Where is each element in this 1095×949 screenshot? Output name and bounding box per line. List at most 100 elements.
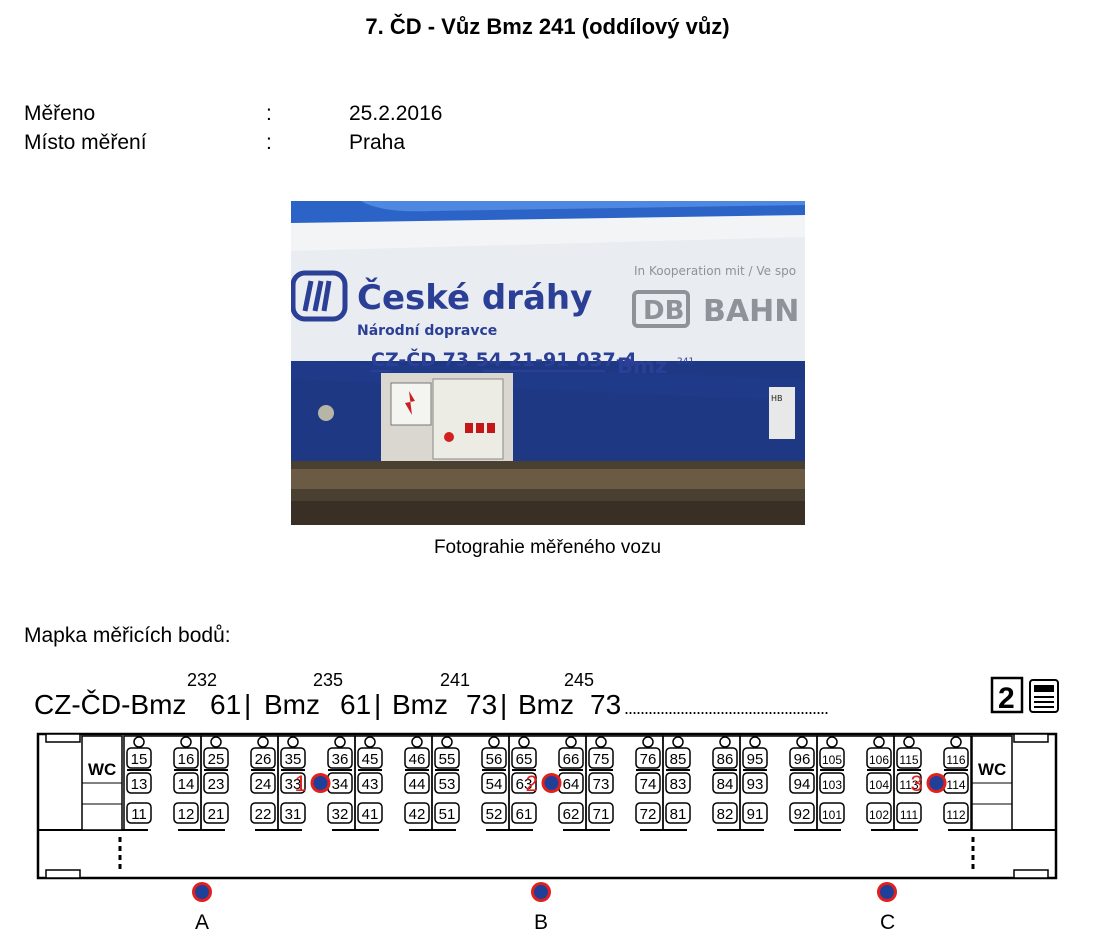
- seat-number: 94: [794, 776, 811, 793]
- seat-number: 45: [362, 751, 379, 768]
- seat-number: 41: [362, 806, 379, 823]
- reservation-display-icon: [1029, 679, 1059, 713]
- seat-number: 24: [255, 776, 272, 793]
- seat-number: 46: [409, 751, 426, 768]
- header-sup-232: 232: [187, 670, 217, 690]
- map-label: Mapka měřicích bodů:: [24, 624, 231, 647]
- seat-number: 32: [332, 806, 349, 823]
- headrest-icon: [441, 736, 453, 748]
- seat: [896, 802, 922, 824]
- seat-number: 21: [208, 806, 225, 823]
- seat-number: 12: [178, 806, 195, 823]
- headrest-icon: [595, 736, 607, 748]
- seat-number: 73: [593, 776, 610, 793]
- seat: [511, 802, 537, 824]
- seat-number: 103: [822, 778, 842, 792]
- outer-point-core: [534, 885, 548, 899]
- seat: [126, 747, 152, 769]
- outer-point-label-A: A: [195, 911, 210, 934]
- seat: [357, 802, 383, 824]
- seat-number: 84: [717, 776, 734, 793]
- seat-number: 23: [208, 776, 225, 793]
- seat: [635, 802, 661, 824]
- seat: [712, 802, 738, 824]
- header-bmz: Bmz: [264, 689, 320, 720]
- seat: [588, 802, 614, 824]
- seat-number: 64: [563, 776, 580, 793]
- photo-small-label: HB: [771, 394, 783, 403]
- cd-logo-icon: [291, 270, 348, 322]
- seat: [635, 747, 661, 769]
- headrest-icon: [518, 736, 530, 748]
- seat: [588, 747, 614, 769]
- seat-number: 55: [439, 751, 456, 768]
- seat-number: 93: [747, 776, 764, 793]
- seat: [558, 802, 584, 824]
- seat-number: 42: [409, 806, 426, 823]
- point-label-2: 2: [526, 771, 538, 796]
- seat-number: 83: [670, 776, 687, 793]
- seat: [511, 747, 537, 769]
- seat: [434, 747, 460, 769]
- photo-coop: In Kooperation mit / Ve spo: [634, 264, 796, 278]
- seat: [819, 772, 845, 794]
- seat-number: 71: [593, 806, 610, 823]
- seat: [126, 802, 152, 824]
- outer-point-label-C: C: [880, 911, 896, 934]
- headrest-icon: [565, 736, 577, 748]
- seat: [819, 747, 845, 769]
- meta-key: Měřeno: [24, 102, 96, 125]
- seat: [665, 747, 691, 769]
- headrest-icon: [364, 736, 376, 748]
- seat: [327, 802, 353, 824]
- seat-number: 44: [409, 776, 426, 793]
- header-num-73a: 73: [466, 689, 497, 720]
- seat-number: 81: [670, 806, 687, 823]
- headrest-icon: [287, 736, 299, 748]
- seat-number: 62: [563, 806, 580, 823]
- seat-number: 95: [747, 751, 764, 768]
- seat: [250, 747, 276, 769]
- photo-brand-sub: Národní dopravce: [357, 323, 497, 339]
- seat: [280, 772, 306, 794]
- seat-number: 63: [516, 776, 533, 793]
- headrest-icon: [133, 736, 145, 748]
- seat-number: 104: [869, 778, 889, 792]
- photo-car-number: CZ-ČD 73 54 21-91 037-4: [371, 347, 637, 371]
- seat: [481, 772, 507, 794]
- seat: [588, 772, 614, 794]
- seat: [173, 747, 199, 769]
- wc-left-label: WC: [88, 760, 116, 779]
- seat: [203, 772, 229, 794]
- seat-number: 75: [593, 751, 610, 768]
- headrest-icon: [873, 736, 885, 748]
- meta-value: 25.2.2016: [349, 102, 443, 125]
- header-sup-235: 235: [313, 670, 343, 690]
- measurement-map: CZ-ČD-Bmz 232 61 | Bmz 235 61 | Bmz 241 …: [30, 662, 1070, 942]
- seat: [126, 772, 152, 794]
- seat: [866, 747, 892, 769]
- seat: [558, 747, 584, 769]
- header-sep: |: [244, 689, 251, 720]
- seat-number: 106: [869, 753, 889, 767]
- seat-number: 82: [717, 806, 734, 823]
- header-sup-245: 245: [564, 670, 594, 690]
- headrest-icon: [210, 736, 222, 748]
- headrest-icon: [488, 736, 500, 748]
- seat-number: 25: [208, 751, 225, 768]
- photo-db-text: BAHN: [703, 294, 799, 329]
- seat-number: 101: [822, 808, 842, 822]
- measurement-point-core: [544, 776, 559, 790]
- seat-number: 76: [640, 751, 657, 768]
- meta-key: Místo měření: [24, 131, 147, 154]
- seat-number: 66: [563, 751, 580, 768]
- photo-brand: České dráhy: [357, 277, 592, 318]
- seat: [280, 747, 306, 769]
- seat: [943, 802, 969, 824]
- header-num-61a: 61: [210, 689, 241, 720]
- db-logo-icon: [632, 290, 690, 328]
- seat: [789, 772, 815, 794]
- headrest-icon: [826, 736, 838, 748]
- seat: [404, 747, 430, 769]
- seat-number: 36: [332, 751, 349, 768]
